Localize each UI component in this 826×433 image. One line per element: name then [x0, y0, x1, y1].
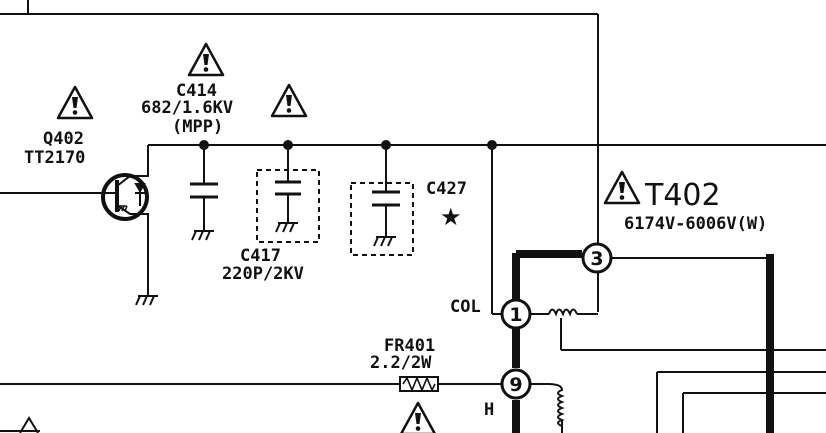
- capacitor-icon: [275, 180, 301, 196]
- c414-value: 682/1.6KV: [141, 98, 233, 118]
- t402-value: 6174V-6006V(W): [624, 214, 767, 234]
- c417-ref: C417: [240, 246, 281, 266]
- warning-triangle-icon: [56, 85, 94, 120]
- ground-icon: [135, 295, 159, 306]
- resistor-icon: [399, 375, 439, 393]
- warning-triangle-icon: [187, 42, 225, 77]
- ground-icon: [373, 236, 397, 247]
- svg-text:3: 3: [590, 248, 603, 270]
- ground-icon: [275, 222, 299, 233]
- net-col: COL: [450, 297, 481, 317]
- junctions: [199, 140, 497, 150]
- c417-value: 220P/2KV: [222, 264, 304, 284]
- warning-triangle-icon: [399, 401, 437, 433]
- warning-triangle-icon: [270, 83, 308, 118]
- c427-star: ★: [440, 203, 462, 231]
- capacitor-icon: [372, 190, 400, 207]
- inductor-coil-icon: [548, 308, 578, 317]
- transistor-icon: [101, 160, 149, 222]
- t402-ref: T402: [644, 178, 721, 213]
- c427-ref: C427: [426, 179, 467, 199]
- fr401-value: 2.2/2W: [370, 353, 432, 373]
- transformer-core: [512, 250, 774, 433]
- net-h: H: [484, 400, 494, 420]
- svg-text:1: 1: [509, 304, 522, 326]
- q402-part: TT2170: [24, 148, 85, 168]
- capacitor-icon: [190, 182, 218, 199]
- ground-icon: [191, 230, 215, 241]
- q402-ref: Q402: [43, 129, 84, 149]
- pin-9: 9: [500, 368, 532, 400]
- warning-triangle-icon: [603, 170, 641, 205]
- inductor-coil-icon: [547, 383, 565, 433]
- optional-component-box: [256, 169, 414, 256]
- c414-note: (MPP): [172, 117, 223, 137]
- svg-text:9: 9: [509, 374, 522, 396]
- c414-ref: C414: [176, 81, 217, 101]
- fr401-ref: FR401: [384, 336, 435, 356]
- pin-3: 3: [581, 242, 613, 274]
- pin-1: 1: [500, 298, 532, 330]
